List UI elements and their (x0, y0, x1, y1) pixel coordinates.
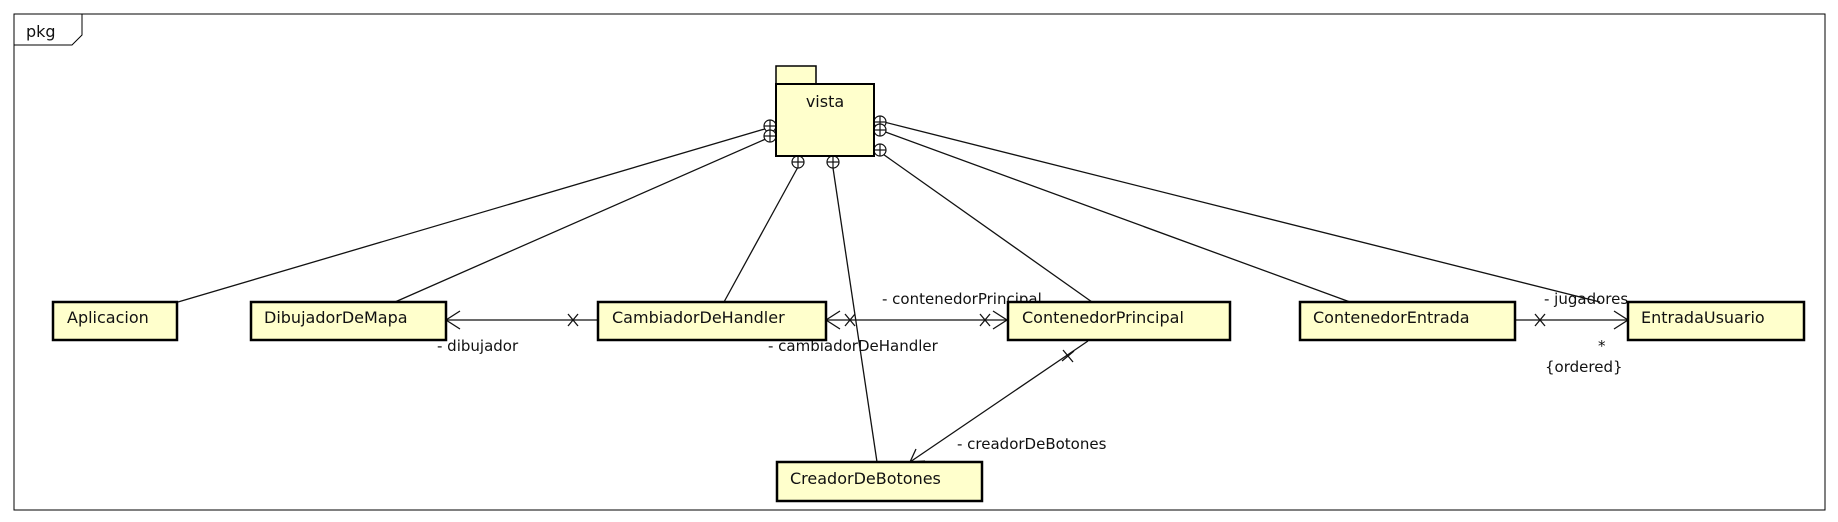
containment-line-dibujador (394, 137, 769, 303)
containment-plus-icon (873, 123, 887, 137)
class-name: ContenedorEntrada (1313, 308, 1470, 327)
class-name: DibujadorDeMapa (264, 308, 408, 327)
class-name: ContenedorPrincipal (1022, 308, 1184, 327)
class-name: CreadorDeBotones (790, 469, 941, 488)
role-dibujador: - dibujador (437, 337, 519, 355)
class-contenedor-principal[interactable]: ContenedorPrincipal (1006, 300, 1232, 342)
non-navigable-x-icon (979, 313, 991, 327)
role-jugadores: - jugadores (1544, 290, 1628, 308)
constraint-ordered: {ordered} (1545, 358, 1623, 376)
containment-plus-icon (873, 143, 887, 157)
containment-line-entrada-usuario (879, 120, 1601, 303)
class-creador-de-botones[interactable]: CreadorDeBotones (775, 460, 984, 503)
package-name: vista (806, 92, 844, 111)
non-navigable-x-icon (567, 313, 579, 327)
containment-line-contenedor-principal (879, 151, 1093, 303)
containment-plus-icon (826, 155, 840, 169)
class-contenedor-entrada[interactable]: ContenedorEntrada (1298, 300, 1517, 342)
role-contenedor-principal: - contenedorPrincipal (882, 290, 1042, 308)
association-jugadores (1514, 310, 1630, 330)
class-dibujador-de-mapa[interactable]: DibujadorDeMapa (249, 300, 448, 342)
class-aplicacion[interactable]: Aplicacion (51, 300, 179, 342)
containment-line-contenedor-entrada (879, 129, 1351, 303)
non-navigable-x-icon (1534, 313, 1546, 327)
class-name: EntradaUsuario (1641, 308, 1765, 327)
class-name: Aplicacion (67, 308, 149, 327)
class-entrada-usuario[interactable]: EntradaUsuario (1626, 300, 1806, 342)
multiplicity-jugadores: * (1598, 337, 1606, 355)
association-cambiador-contenedor (824, 310, 1009, 330)
non-navigable-x-icon (844, 313, 856, 327)
containment-plus-icon (791, 155, 805, 169)
containment-plus-icon (763, 129, 777, 143)
role-cambiador-de-handler: - cambiadorDeHandler (768, 337, 939, 355)
frame-label: pkg (26, 22, 56, 41)
package-containment-lines (177, 120, 1601, 463)
containment-line-cambiador (723, 166, 799, 303)
class-cambiador-de-handler[interactable]: CambiadorDeHandler (596, 300, 828, 342)
pkg-frame: pkg (13, 13, 1826, 511)
association-dibujador (444, 310, 598, 330)
containment-line-aplicacion (177, 127, 769, 303)
association-creador (908, 340, 1089, 463)
class-name: CambiadorDeHandler (612, 308, 785, 327)
package-vista[interactable]: vista (775, 65, 875, 157)
non-navigable-x-icon (1061, 349, 1075, 363)
role-creador-de-botones: - creadorDeBotones (957, 435, 1107, 453)
